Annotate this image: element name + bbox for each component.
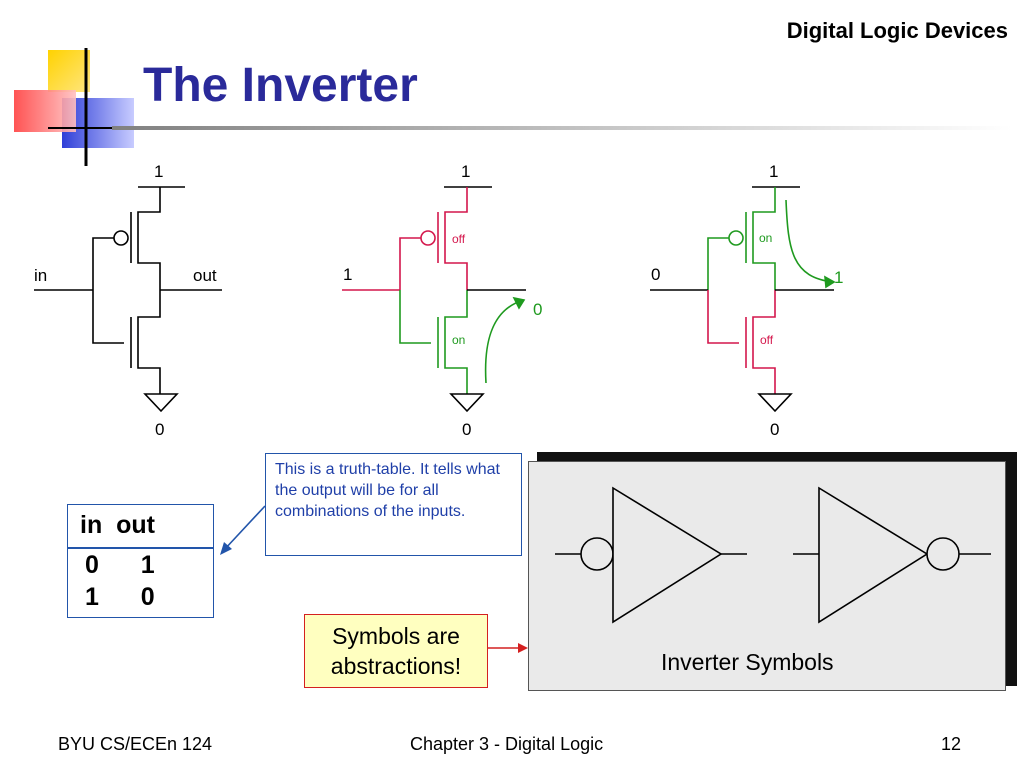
inverter-symbol-output-bubble — [793, 486, 991, 624]
truth-table-row: 1 0 — [85, 583, 155, 611]
circuit2-bottom-state: on — [452, 333, 466, 347]
abstraction-note: Symbols are abstractions! — [304, 614, 488, 688]
circuit3-gnd-label: 0 — [770, 420, 780, 439]
slide-title: The Inverter — [143, 59, 418, 112]
circuit2-top-state: off — [452, 232, 466, 246]
circuit3-bottom-state: off — [760, 333, 774, 347]
truth-table-row: 0 1 — [85, 551, 155, 579]
inverter-symbol-drawings — [555, 486, 991, 624]
inverter-symbols-label: Inverter Symbols — [661, 649, 834, 675]
note-line-2: abstractions! — [330, 653, 462, 679]
circuit3-top-state: on — [759, 231, 773, 245]
footer-chapter: Chapter 3 - Digital Logic — [410, 734, 604, 754]
circuit3-vdd-label: 1 — [769, 162, 779, 181]
truth-table-callout: This is a truth-table. It tells what the… — [265, 453, 522, 556]
circuit2-gnd-label: 0 — [462, 420, 472, 439]
circuit-input-high — [342, 186, 526, 413]
circuit1-gnd-label: 0 — [155, 420, 165, 439]
circuit3-output-label: 1 — [834, 268, 844, 287]
decorative-squares — [14, 48, 150, 166]
note-line-1: Symbols are — [332, 623, 460, 649]
circuit2-input-label: 1 — [343, 265, 353, 284]
circuit1-input-label: in — [34, 266, 48, 285]
circuit-input-low — [650, 186, 836, 413]
circuit3-input-label: 0 — [651, 265, 661, 284]
cmos-inverter-circuits — [34, 186, 836, 413]
header-topic: Digital Logic Devices — [786, 18, 1008, 43]
truth-table-header: in out — [80, 511, 155, 539]
circuit1-output-label: out — [193, 266, 217, 285]
circuit-generic — [34, 186, 222, 413]
footer-course: BYU CS/ECEn 124 — [58, 734, 213, 754]
footer-page-number: 12 — [941, 734, 962, 754]
circuit2-output-label: 0 — [533, 300, 543, 319]
truth-table-divider — [68, 547, 213, 549]
circuit1-vdd-label: 1 — [154, 162, 164, 181]
truth-table: in out 0 1 1 0 — [67, 504, 214, 618]
inverter-symbol-input-bubble — [555, 486, 747, 624]
title-underline — [112, 126, 1012, 130]
inverter-symbols-panel: Inverter Symbols — [528, 461, 1006, 691]
circuit2-vdd-label: 1 — [461, 162, 471, 181]
